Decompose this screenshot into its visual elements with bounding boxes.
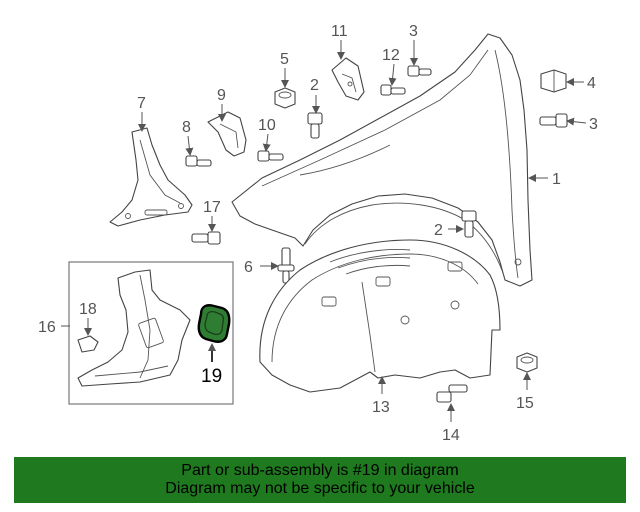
- callout-9: 9: [217, 87, 226, 104]
- fastener-nut-5: [274, 87, 296, 109]
- callout-16: 16: [38, 319, 56, 336]
- callout-3-right: 3: [589, 116, 598, 133]
- banner-line-1: Part or sub-assembly is #19 in diagram: [181, 462, 459, 479]
- fastener-bolt-12: [380, 84, 406, 96]
- callout-7: 7: [137, 95, 146, 112]
- callout-17: 17: [203, 199, 221, 216]
- callout-18: 18: [79, 301, 97, 318]
- fastener-bolt-2-upper: [307, 112, 323, 139]
- seal-part-19: [197, 304, 231, 343]
- leader-lines: [61, 40, 587, 422]
- callout-14: 14: [442, 427, 460, 444]
- fastener-bolt-17: [191, 231, 221, 245]
- upper-bracket-9: [207, 111, 247, 157]
- fender-liner: [259, 239, 501, 393]
- callout-11: 11: [331, 23, 348, 40]
- banner-line-2: Diagram may not be specific to your vehi…: [165, 480, 475, 497]
- callout-4: 4: [587, 75, 596, 92]
- callout-13: 13: [372, 399, 390, 416]
- callout-labels: 1 2 2 3 3 4 5 6 7 8 9 10 11 12 13 14 15 …: [38, 23, 598, 444]
- callout-2-upper: 2: [310, 77, 319, 94]
- info-banner: Part or sub-assembly is #19 in diagram D…: [14, 457, 626, 503]
- fastener-bolt-8: [185, 155, 212, 167]
- fastener-nut-4: [540, 69, 567, 93]
- clip-18: [77, 335, 99, 353]
- fastener-bolt-10: [257, 150, 284, 162]
- callout-8: 8: [182, 119, 191, 136]
- callout-6: 6: [244, 259, 253, 276]
- callout-1: 1: [552, 171, 561, 188]
- splash-shield-16: [77, 269, 191, 387]
- fastener-bolt-3-right: [539, 113, 568, 128]
- fastener-bolt-14: [436, 384, 468, 403]
- fender-bracket: [109, 127, 193, 227]
- upper-bracket-11: [331, 57, 365, 101]
- callout-19-highlighted: 19: [201, 366, 222, 387]
- fastener-bolt-3-upper: [407, 65, 432, 77]
- fender-panel: [231, 33, 533, 287]
- callout-5: 5: [280, 51, 289, 68]
- callout-12: 12: [382, 47, 400, 64]
- callout-15: 15: [516, 395, 534, 412]
- fastener-nut-15: [516, 352, 538, 373]
- fastener-bolt-2-right: [461, 210, 477, 238]
- callout-2-right: 2: [434, 222, 443, 239]
- callout-10: 10: [258, 117, 276, 134]
- callout-3-upper: 3: [409, 23, 418, 40]
- parts-diagram: 1 2 2 3 3 4 5 6 7 8 9 10 11 12 13 14 15 …: [38, 23, 598, 444]
